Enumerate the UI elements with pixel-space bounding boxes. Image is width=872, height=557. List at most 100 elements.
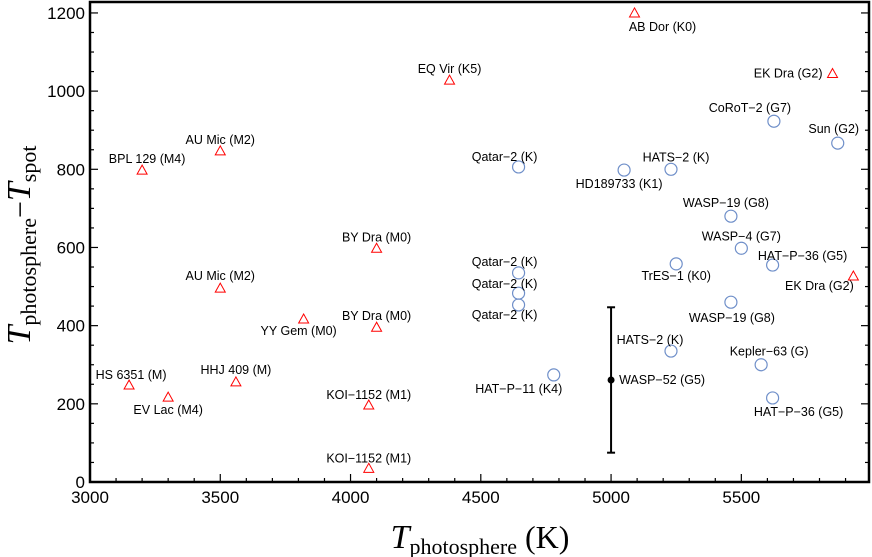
circle-marker <box>754 358 768 372</box>
data-point: HS 6351 (M) <box>96 368 167 390</box>
data-point: EK Dra (G2) <box>785 269 860 293</box>
point-label: Qatar−2 (K) <box>472 277 538 291</box>
point-label: EV Lac (M4) <box>133 403 202 417</box>
point-label: Sun (G2) <box>808 122 859 136</box>
circle-marker <box>831 136 845 150</box>
point-label: BY Dra (M0) <box>342 230 411 244</box>
triangle-marker <box>443 74 456 85</box>
data-point: WASP−4 (G7) <box>702 229 781 255</box>
circle-marker <box>766 258 780 272</box>
data-point: CoRoT−2 (G7) <box>709 101 791 128</box>
data-point: Qatar−2 (K) <box>472 150 538 174</box>
y-tick-label: 200 <box>57 395 85 414</box>
data-point: KOI−1152 (M1) <box>326 451 411 473</box>
data-point: Qatar−2 (K) <box>472 277 538 300</box>
data-point: BY Dra (M0) <box>342 309 411 332</box>
point-label: Qatar−2 (K) <box>472 308 538 322</box>
y-tick-label: 800 <box>57 160 85 179</box>
circle-marker <box>724 295 738 309</box>
circle-marker <box>724 209 738 223</box>
data-point: AB Dor (K0) <box>628 6 696 34</box>
data-point: WASP−19 (G8) <box>683 196 769 223</box>
point-label: HS 6351 (M) <box>96 368 167 382</box>
triangle-marker <box>370 242 383 253</box>
triangle-marker <box>362 398 375 410</box>
data-point: AU Mic (M2) <box>186 269 255 293</box>
data-point: BY Dra (M0) <box>342 230 411 253</box>
triangle-marker <box>214 282 227 293</box>
point-label: Kepler−63 (G) <box>730 345 809 359</box>
x-axis-title: Tphotosphere (K) <box>391 519 570 557</box>
point-label: Qatar−2 (K) <box>472 150 538 164</box>
y-axis-title: Tphotosphere−Tspot <box>1 146 41 345</box>
data-point: Kepler−63 (G) <box>730 345 809 372</box>
x-tick-label: 3000 <box>71 488 109 507</box>
point-label: BY Dra (M0) <box>342 309 411 323</box>
data-point: HATS−2 (K) <box>643 150 710 176</box>
triangle-marker <box>370 321 383 332</box>
data-point: HD189733 (K1) <box>576 163 663 191</box>
point-label: HATS−2 (K) <box>617 333 684 347</box>
x-tick-label: 4000 <box>332 488 370 507</box>
triangle-marker <box>297 312 310 324</box>
data-point: Qatar−2 (K) <box>472 255 538 280</box>
data-point: WASP−52 (G5) <box>607 306 705 454</box>
data-point: HATS−2 (K) <box>617 333 684 358</box>
triangle-marker <box>362 462 375 473</box>
y-tick-label: 400 <box>57 317 85 336</box>
x-tick-label: 5000 <box>592 488 630 507</box>
circle-marker <box>767 114 781 128</box>
data-point: HAT−P−36 (G5) <box>754 391 843 419</box>
data-point: EQ Vir (K5) <box>418 62 482 85</box>
point-label: AU Mic (M2) <box>186 269 255 283</box>
y-tick-label: 1200 <box>47 4 85 23</box>
point-label: HATS−2 (K) <box>643 150 710 164</box>
x-tick-label: 4500 <box>462 488 500 507</box>
triangle-marker <box>628 6 641 18</box>
data-point: EV Lac (M4) <box>133 391 203 417</box>
point-label: AB Dor (K0) <box>629 20 696 34</box>
data-point: HAT−P−36 (G5) <box>758 249 847 272</box>
x-tick-label: 3500 <box>201 488 239 507</box>
x-tick-label: 5500 <box>722 488 760 507</box>
y-tick-label: 600 <box>57 238 85 257</box>
plot-frame <box>88 0 871 484</box>
triangle-marker <box>214 144 227 156</box>
triangle-marker <box>826 67 839 79</box>
dot-marker <box>607 376 615 384</box>
triangle-marker <box>162 391 175 402</box>
point-label: Qatar−2 (K) <box>472 255 538 269</box>
circle-marker <box>664 344 678 358</box>
circle-marker <box>511 160 526 174</box>
circle-marker <box>547 368 561 382</box>
point-label: WASP−19 (G8) <box>689 311 775 325</box>
circle-marker <box>766 391 780 405</box>
point-label: HAT−P−11 (K4) <box>475 382 562 396</box>
data-point: YY Gem (M0) <box>261 312 337 338</box>
circle-marker <box>617 163 631 177</box>
data-point: BPL 129 (M4) <box>109 152 186 175</box>
data-point: WASP−19 (G8) <box>689 295 775 325</box>
point-label: WASP−19 (G8) <box>683 196 769 210</box>
triangle-marker <box>136 164 148 175</box>
point-label: EK Dra (G2) <box>785 279 854 293</box>
data-point: TrES−1 (K0) <box>642 257 711 283</box>
point-label: KOI−1152 (M1) <box>326 451 411 465</box>
point-label: BPL 129 (M4) <box>109 152 186 166</box>
data-point: Sun (G2) <box>808 122 859 150</box>
point-label: HAT−P−36 (G5) <box>754 405 843 419</box>
point-label: WASP−4 (G7) <box>702 229 781 243</box>
triangle-marker <box>230 375 242 387</box>
y-tick-label: 0 <box>76 473 85 492</box>
point-label: TrES−1 (K0) <box>642 269 711 283</box>
data-point: EK Dra (G2) <box>754 67 839 81</box>
point-label: HD189733 (K1) <box>576 177 663 191</box>
point-label: AU Mic (M2) <box>186 133 255 147</box>
circle-marker <box>664 162 678 176</box>
point-label: EQ Vir (K5) <box>418 62 482 76</box>
point-label: KOI−1152 (M1) <box>326 388 411 402</box>
point-label: WASP−52 (G5) <box>619 373 705 387</box>
circle-marker <box>734 241 748 255</box>
y-tick-label: 1000 <box>47 82 85 101</box>
